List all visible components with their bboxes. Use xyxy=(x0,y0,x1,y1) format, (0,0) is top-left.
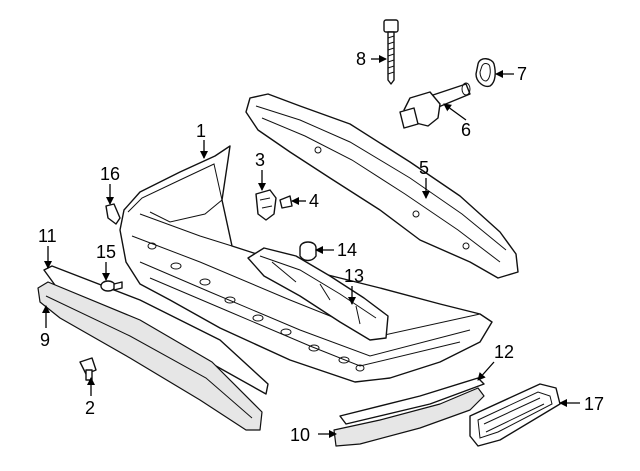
callout-17: 17 xyxy=(584,394,604,414)
part-13-side-bracket xyxy=(247,247,389,341)
callout-14: 14 xyxy=(337,240,357,260)
part-2-fastener xyxy=(79,357,97,381)
callout-labels: 1 2 3 4 5 6 7 8 9 10 11 12 13 14 15 16 1… xyxy=(38,49,604,445)
part-9-molding xyxy=(37,281,263,431)
leader-lines xyxy=(42,55,580,438)
callout-2: 2 xyxy=(85,398,95,418)
part-3-bracket xyxy=(255,189,277,221)
callout-6: 6 xyxy=(461,120,471,140)
callout-15: 15 xyxy=(96,242,116,262)
part-7-gasket xyxy=(475,58,496,88)
callout-7: 7 xyxy=(517,64,527,84)
part-12-strip xyxy=(339,377,485,425)
callout-13: 13 xyxy=(344,266,364,286)
callout-9: 9 xyxy=(40,330,50,350)
callout-1: 1 xyxy=(196,121,206,141)
callout-12: 12 xyxy=(494,342,514,362)
part-6-mount xyxy=(399,82,471,129)
part-10-trim xyxy=(333,387,485,447)
callout-10: 10 xyxy=(290,425,310,445)
callout-8: 8 xyxy=(356,49,366,69)
part-1-bumper-cover xyxy=(119,145,493,383)
callout-4: 4 xyxy=(309,191,319,211)
callout-5: 5 xyxy=(419,158,429,178)
part-8-bolt xyxy=(383,19,399,85)
part-5-reinforcement-bar xyxy=(245,93,519,279)
callout-11: 11 xyxy=(38,226,57,246)
callout-3: 3 xyxy=(255,150,265,170)
callout-16: 16 xyxy=(100,164,120,184)
part-14-clip xyxy=(299,241,317,262)
part-4-nut xyxy=(279,195,293,209)
part-16-clip xyxy=(105,203,121,225)
part-17-reflector xyxy=(469,383,561,447)
part-15-clip xyxy=(100,280,123,292)
